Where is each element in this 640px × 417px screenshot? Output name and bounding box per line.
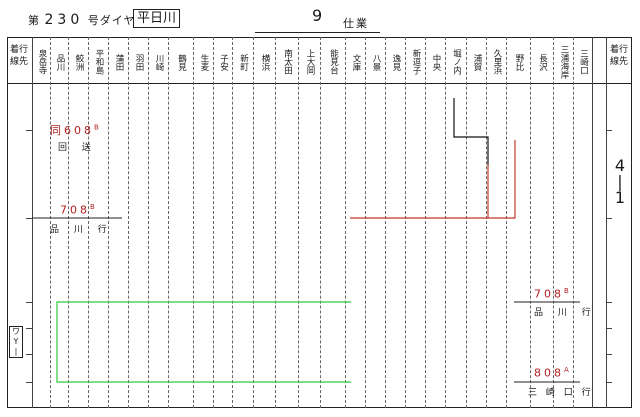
time-tick: [26, 130, 32, 131]
station-label: 羽田: [134, 53, 144, 71]
column-line: [168, 37, 169, 408]
time-tick: [606, 218, 612, 219]
column-line: [345, 37, 346, 408]
column-line: [425, 37, 426, 408]
station-label: 鮫洲: [74, 53, 84, 71]
column-line: [530, 37, 531, 408]
sheet-title: 9 仕業: [255, 6, 380, 33]
station-label: 逸見: [391, 53, 401, 71]
column-line: [405, 37, 406, 408]
column-line: [592, 37, 593, 408]
sheet-marker: 4 | 1: [614, 156, 626, 207]
train-dest-708-top: 品 川 行: [50, 225, 113, 235]
column-line: [108, 37, 109, 408]
dia-number-label: 第 230 号ダイヤ: [28, 12, 136, 28]
station-label: 新逗子: [411, 49, 421, 75]
train-number-808: 808A: [534, 366, 569, 380]
sheet-label: 仕業: [343, 17, 369, 30]
train-number-708-bottom: 708B: [534, 287, 569, 301]
station-label: 蒲田: [114, 53, 124, 71]
station-label: 泉岳寺: [37, 49, 47, 75]
time-tick: [26, 382, 32, 383]
station-label: 上大岡: [305, 49, 315, 75]
station-label: 堀ノ内: [451, 49, 462, 75]
train-dest-708-bottom: 品 川 行: [534, 308, 597, 318]
route-black: [453, 98, 489, 165]
time-tick: [26, 302, 32, 303]
time-tick: [606, 302, 612, 303]
station-label: 野比: [514, 53, 524, 71]
station-label: 浦賀: [472, 53, 482, 71]
column-line: [385, 37, 386, 408]
route-green: [56, 301, 351, 383]
station-label: 能見台: [328, 49, 339, 75]
column-line: [32, 37, 33, 408]
column-line: [232, 37, 233, 408]
station-label: 鶴見: [176, 53, 187, 71]
column-line: [148, 37, 149, 408]
station-label: 文庫: [351, 53, 361, 71]
sheet-number: 9: [312, 6, 323, 25]
train-dest-808: 三 崎 口 行: [528, 388, 594, 398]
route-red: [350, 140, 516, 219]
station-label: 品川: [55, 53, 65, 71]
station-label: 生麦: [199, 53, 209, 71]
vertical-tag: ワ Y |: [9, 326, 23, 358]
station-label: 平和島: [94, 49, 104, 75]
time-tick: [26, 328, 32, 329]
time-tick: [606, 354, 612, 355]
time-tick: [26, 218, 32, 219]
column-line: [275, 37, 276, 408]
dia-number: 230: [44, 12, 84, 28]
time-tick: [26, 354, 32, 355]
column-line: [50, 37, 51, 408]
station-label: 南太田: [282, 49, 293, 75]
column-line: [128, 37, 129, 408]
time-tick: [606, 328, 612, 329]
column-line: [253, 37, 254, 408]
column-line: [88, 37, 89, 408]
column-line: [193, 37, 194, 408]
diagram-frame: [7, 37, 632, 408]
station-label: 三浦海岸: [559, 45, 569, 79]
dia-kind-box: 平日川: [133, 9, 181, 28]
column-line: [365, 37, 366, 408]
left-side-label: 着行 線先: [9, 45, 28, 67]
station-label: 子安: [218, 53, 229, 71]
column-line: [445, 37, 446, 408]
station-header-row: [8, 38, 631, 84]
train-dest-608: 回 送: [58, 143, 97, 153]
header: 第 230 号ダイヤ 平日川 9 仕業: [0, 6, 640, 36]
column-line: [573, 37, 574, 408]
column-line: [506, 37, 507, 408]
train-number-708-top: 708B: [60, 203, 95, 217]
column-line: [68, 37, 69, 408]
station-label: 川崎: [154, 53, 164, 71]
right-side-label: 着行 線先: [609, 45, 628, 67]
column-line: [553, 37, 554, 408]
column-line: [606, 37, 607, 408]
column-line: [466, 37, 467, 408]
column-line: [213, 37, 214, 408]
station-label: 横浜: [260, 53, 270, 71]
train-number-608: 同608B: [50, 123, 99, 137]
station-label: 八景: [371, 53, 381, 71]
time-tick: [606, 382, 612, 383]
station-label: 新町: [238, 53, 249, 71]
column-line: [298, 37, 299, 408]
time-tick: [606, 130, 612, 131]
station-label: 長沢: [537, 53, 548, 71]
column-line: [486, 37, 487, 408]
station-label: 久里浜: [492, 49, 502, 75]
column-line: [320, 37, 321, 408]
station-label: 中央: [431, 53, 441, 71]
station-label: 三崎口: [578, 49, 589, 75]
